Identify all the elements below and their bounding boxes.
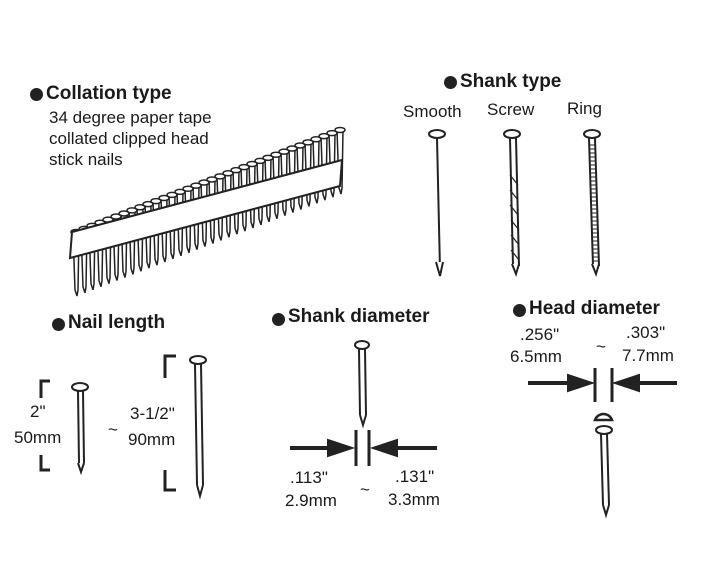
head-tilde: ~ — [596, 337, 606, 356]
strip-nail — [104, 219, 112, 284]
short-length-mm: 50mm — [14, 428, 62, 447]
short-length-in: 2" — [30, 402, 46, 421]
short-nail — [71, 382, 89, 476]
clipped-head-icon — [593, 412, 614, 422]
shank-diameter-title: Shank diameter — [288, 306, 430, 327]
head-min-mm: 6.5mm — [510, 347, 562, 366]
head-max-in: .303" — [626, 323, 666, 342]
bullet-icon — [30, 88, 43, 101]
paper-tape — [68, 158, 344, 260]
long-length-mm: 90mm — [128, 430, 176, 449]
bullet-icon — [52, 318, 65, 331]
shank-tilde: ~ — [360, 480, 370, 499]
strip-nail — [96, 222, 104, 287]
short-nail-bracket — [39, 379, 50, 472]
shank-label-smooth: Smooth — [403, 102, 462, 121]
shank-diameter-nail — [354, 340, 370, 429]
shank-label-screw: Screw — [487, 100, 535, 119]
head-diameter-title: Head diameter — [529, 298, 660, 319]
strip-nail — [112, 216, 120, 281]
shank-type-title: Shank type — [460, 71, 562, 92]
strip-nail — [160, 197, 168, 263]
shank-min-in: .113" — [290, 468, 328, 487]
head-min-in: .256" — [520, 325, 560, 344]
nail-length-title: Nail length — [68, 312, 166, 333]
shank-label-ring: Ring — [567, 99, 602, 118]
head-diameter-arrows — [528, 368, 677, 402]
ring-shank-nail — [583, 129, 601, 278]
strip-nail — [152, 201, 160, 266]
long-length-in: 3-1/2" — [130, 404, 175, 423]
head-max-mm: 7.7mm — [622, 346, 674, 365]
screw-shank-nail — [503, 129, 521, 278]
shank-max-mm: 3.3mm — [388, 490, 440, 509]
strip-nail — [144, 204, 152, 269]
shank-max-in: .131" — [395, 467, 435, 486]
strip-nail — [80, 228, 88, 294]
collation-title: Collation type — [46, 83, 172, 104]
collation-line-3: stick nails — [49, 150, 123, 169]
bullet-icon — [513, 304, 526, 317]
long-nail-bracket — [163, 354, 176, 492]
collation-line-2: collated clipped head — [49, 129, 209, 148]
collation-line-1: 34 degree paper tape — [49, 108, 212, 127]
strip-nail — [88, 225, 96, 291]
smooth-shank-nail — [428, 129, 446, 277]
head-diameter-nail — [595, 425, 613, 519]
strip-nail — [72, 231, 80, 297]
strip-nail — [120, 213, 128, 278]
bullet-icon — [272, 313, 285, 326]
strip-nail — [176, 191, 184, 257]
strip-nail-head — [334, 126, 346, 134]
shank-diameter-arrows — [290, 430, 437, 466]
bullet-icon — [444, 76, 457, 89]
strip-nail — [128, 210, 136, 275]
shank-min-mm: 2.9mm — [285, 491, 337, 510]
strip-nail — [136, 207, 144, 272]
length-tilde: ~ — [108, 420, 118, 439]
strip-nail — [168, 194, 176, 260]
long-nail — [189, 355, 207, 500]
